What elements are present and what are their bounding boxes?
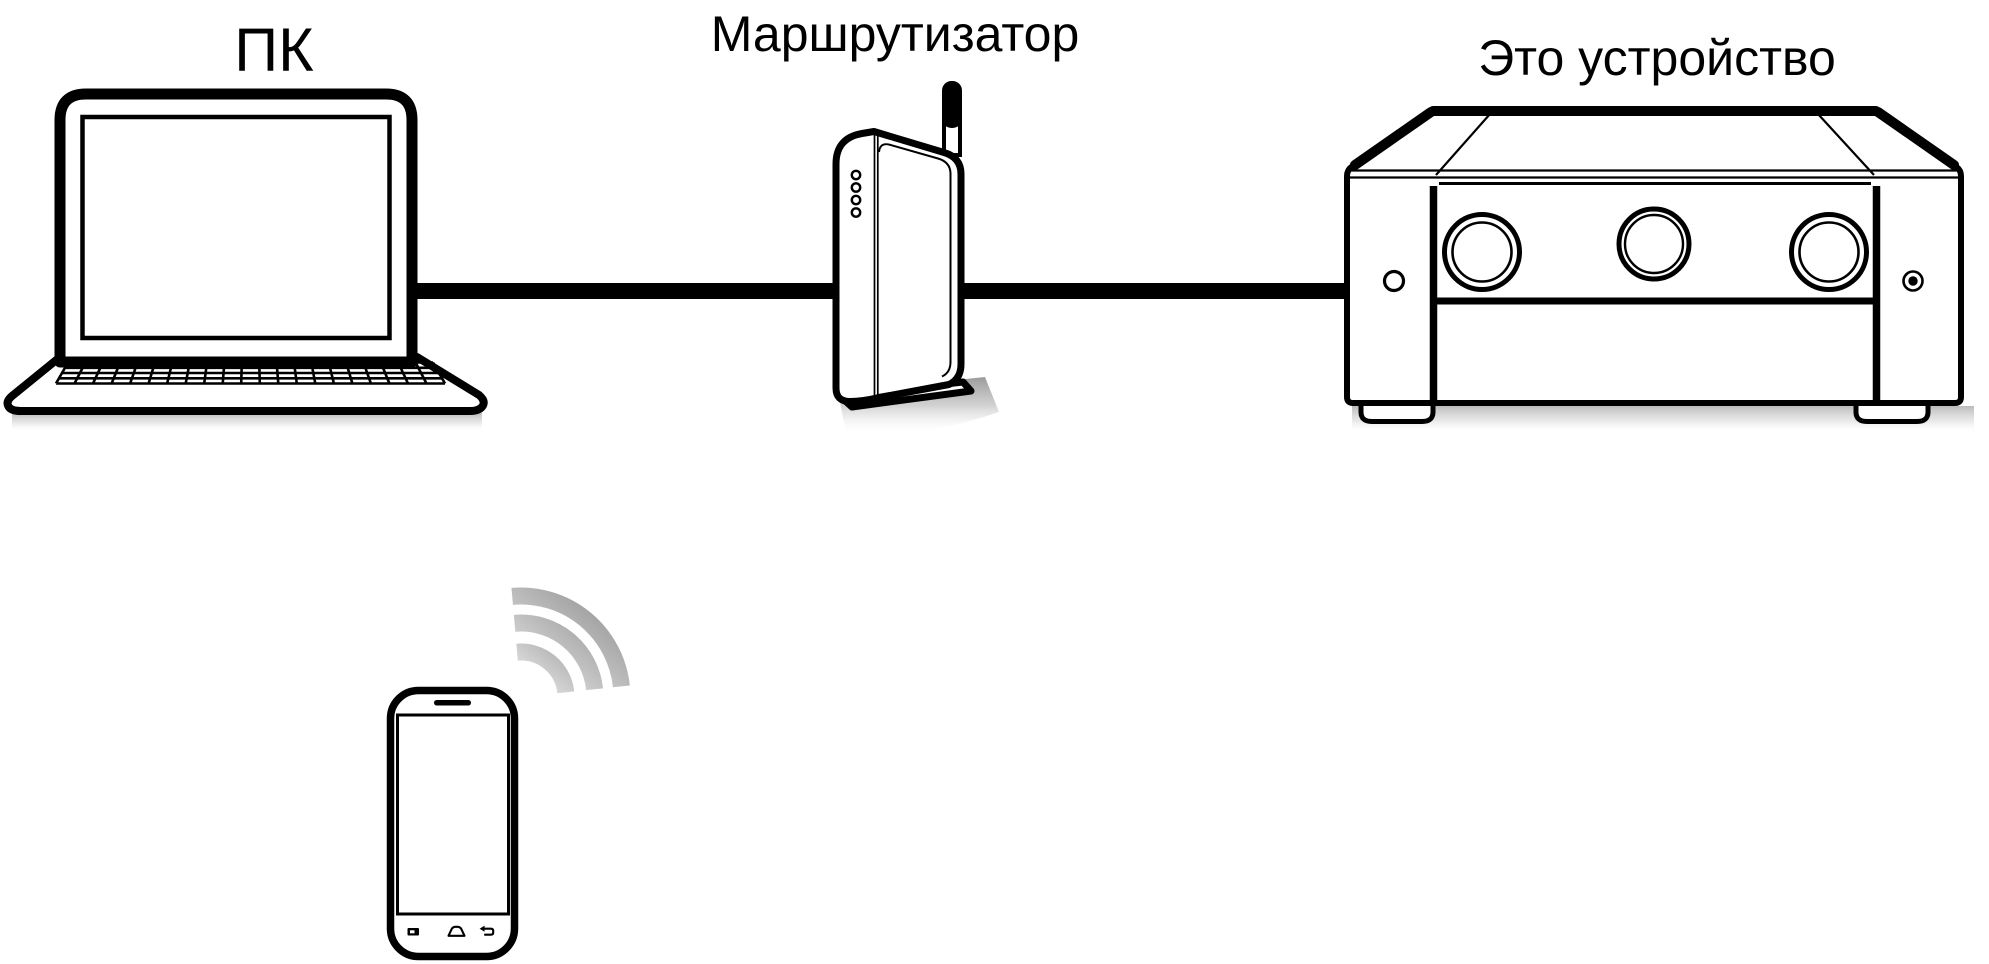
smartphone-screen [396, 713, 510, 916]
wifi-arc-inner [516, 643, 575, 694]
indicator-dot [1908, 276, 1918, 286]
menu-icon [407, 928, 419, 936]
porthole-outer-ring [1616, 206, 1692, 282]
receiver-side-column-dividers [1429, 186, 1881, 401]
pc-label: ПК [234, 16, 314, 84]
back-icon-arrowhead [479, 925, 485, 932]
receiver-power-button [1382, 269, 1406, 293]
router-led [850, 169, 862, 181]
router-led [850, 182, 862, 193]
back-icon-loop [481, 927, 495, 936]
wifi-arc-middle [513, 614, 604, 691]
receiver-display-porthole [1616, 206, 1692, 282]
back-icon [479, 925, 495, 936]
smartphone-nav-buttons [407, 925, 495, 937]
router-body-crease [873, 133, 879, 399]
knob-outer-ring [1442, 212, 1522, 292]
router-body [832, 128, 965, 405]
laptop-shadow [12, 413, 482, 431]
receiver-knob-left [1442, 212, 1522, 292]
laptop-screen [80, 114, 392, 341]
receiver-right-indicator [1902, 270, 1924, 292]
router [832, 81, 999, 434]
receiver-foot-right [1853, 398, 1931, 424]
wifi-arc-outer [511, 587, 630, 688]
smartphone [386, 686, 519, 961]
knob-inner-ring [1798, 221, 1860, 283]
antenna-tip [942, 81, 962, 128]
menu-icon-notch [410, 930, 415, 934]
receiver-corner-inner-lines [1435, 113, 1875, 176]
porthole-inner-ring [1623, 213, 1685, 275]
av-receiver [1344, 106, 1974, 433]
receiver-knob-right [1789, 212, 1869, 292]
receiver-top-lip-lines [1350, 169, 1958, 179]
knob-inner-ring [1451, 221, 1513, 283]
home-icon [447, 925, 466, 937]
knob-outer-ring [1789, 212, 1869, 292]
receiver-foot-left [1358, 398, 1436, 424]
pc-laptop [3, 88, 488, 431]
router-led [850, 194, 862, 206]
smartphone-earpiece [434, 700, 471, 706]
receiver-top-edge [1350, 106, 1959, 170]
wifi-signal-icon [511, 587, 630, 694]
router-status-leds [850, 169, 862, 218]
router-panel-inner-line [878, 143, 952, 378]
this-device-label: Это устройство [1478, 30, 1836, 86]
router-led [850, 207, 862, 218]
router-antenna [942, 81, 962, 157]
router-label: Маршрутизатор [710, 6, 1080, 62]
